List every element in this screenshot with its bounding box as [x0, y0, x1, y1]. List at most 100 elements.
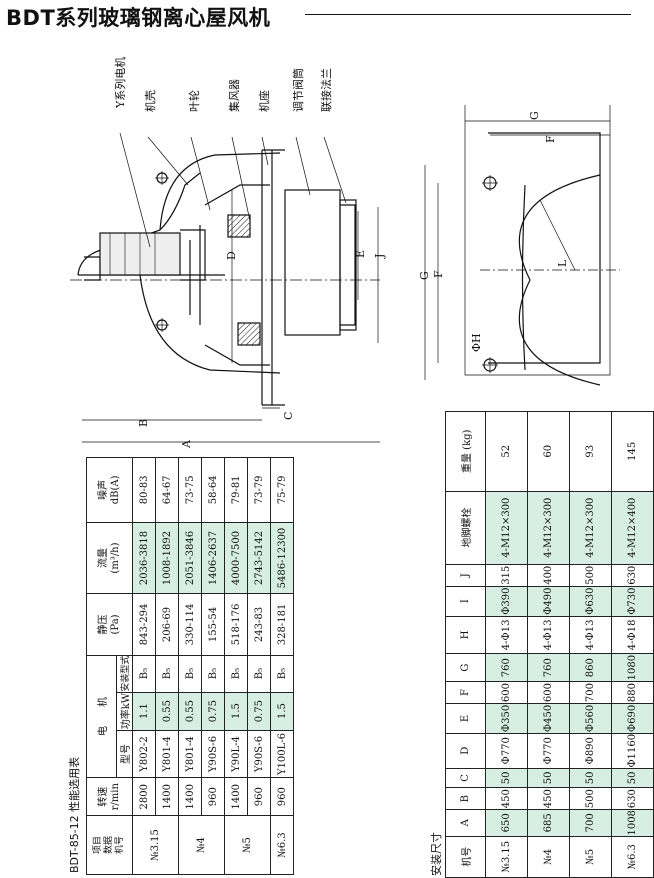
- install-cell: №6.3: [611, 836, 654, 878]
- h-pressure-unit: (Pa): [109, 614, 121, 635]
- perf-cell-speed: 1400: [178, 777, 202, 816]
- h-power: 功率kW: [116, 692, 133, 731]
- perf-cell-model: Y100L-6: [270, 730, 294, 778]
- install-cell: 50: [611, 768, 654, 788]
- perf-table-caption: BDT-85-12 性能选用表: [68, 756, 81, 873]
- h-noise: 噪声: [97, 479, 109, 500]
- install-cell: 450: [485, 787, 528, 810]
- install-cell: 4-Φ18: [611, 616, 654, 654]
- install-cell: Φ630: [569, 586, 612, 617]
- h-flow: 流量: [97, 548, 109, 569]
- label-impeller: 叶轮: [188, 90, 201, 112]
- page-title: BDT系列玻璃钢离心屋风机: [6, 6, 271, 30]
- perf-cell-flow: 2051-3846: [178, 522, 202, 594]
- perf-cell-flow: 1008-1892: [155, 522, 179, 594]
- perf-cell-mount: B₅: [132, 655, 156, 693]
- perf-cell-noise: 64-67: [155, 457, 179, 523]
- install-cell: 60: [527, 411, 570, 492]
- perf-cell-model: Y801-4: [178, 730, 202, 778]
- perf-cell-power: 0.55: [155, 692, 179, 731]
- install-header: 机号: [445, 836, 486, 878]
- install-cell: Φ450: [527, 703, 570, 734]
- install-cell: 760: [485, 653, 528, 682]
- install-header: E: [445, 703, 486, 734]
- label-damper: 调节阀筒: [292, 68, 305, 112]
- dim-e: E: [354, 249, 367, 258]
- install-table-caption: 安装尺寸: [430, 832, 443, 876]
- h-motor: 电: [98, 726, 109, 737]
- install-cell: 50: [485, 768, 528, 788]
- corner-bottom: 机号: [115, 836, 125, 855]
- install-cell: Φ770: [527, 733, 570, 769]
- install-cell: №3.15: [485, 836, 528, 878]
- install-cell: 50: [527, 768, 570, 788]
- install-cell: 4-Φ13: [527, 616, 570, 654]
- title-rule: [305, 14, 631, 15]
- perf-cell-power: 0.55: [178, 692, 202, 731]
- install-cell: 760: [527, 653, 570, 682]
- perf-cell-mount: B₅: [178, 655, 202, 693]
- install-cell: 4-Φ13: [485, 616, 528, 654]
- install-cell: 600: [527, 681, 570, 704]
- perf-cell-pressure: 328-181: [270, 593, 294, 656]
- install-header: I: [445, 586, 486, 617]
- perf-cell-speed: 960: [270, 777, 294, 816]
- install-cell: 4-Φ13: [569, 616, 612, 654]
- install-cell: 860: [569, 653, 612, 682]
- perf-cell-flow: 1406-2637: [201, 522, 225, 594]
- install-cell: 630: [611, 564, 654, 587]
- perf-fan-no: №5: [224, 815, 271, 875]
- install-cell: 400: [527, 564, 570, 587]
- perf-cell-model: Y90S-6: [247, 730, 271, 778]
- perf-cell-model: Y801-4: [155, 730, 179, 778]
- h-speed: 转速: [97, 786, 109, 807]
- label-casing: 机壳: [144, 90, 157, 112]
- install-header: D: [445, 733, 486, 769]
- perf-cell-speed: 960: [201, 777, 225, 816]
- install-cell: 650: [485, 809, 528, 837]
- dim-a: A: [180, 440, 193, 448]
- install-cell: Φ560: [569, 703, 612, 734]
- install-cell: Φ1160: [611, 733, 654, 769]
- install-cell: 700: [569, 681, 612, 704]
- dim-f: F: [432, 270, 445, 278]
- h-speed-unit: r/min: [109, 783, 121, 811]
- perf-cell-pressure: 206-69: [155, 593, 179, 656]
- corner-mid: 数据: [104, 836, 114, 855]
- install-cell: Φ490: [527, 586, 570, 617]
- h-model: 型号: [116, 730, 133, 778]
- perf-cell-power: 1.5: [270, 692, 294, 731]
- perf-cell-model: Y90L-4: [224, 730, 248, 778]
- install-cell: №5: [569, 836, 612, 878]
- perf-cell-speed: 1400: [224, 777, 248, 816]
- dim-g-top: G: [528, 111, 541, 120]
- dim-g: G: [418, 271, 431, 280]
- perf-cell-mount: B₅: [270, 655, 294, 693]
- install-cell: 145: [611, 411, 654, 492]
- perf-cell-noise: 73-79: [247, 457, 271, 523]
- perf-cell-mount: B₅: [155, 655, 179, 693]
- install-header: H: [445, 616, 486, 654]
- dim-d: D: [225, 251, 238, 260]
- install-cell: 4-M12×300: [569, 491, 612, 565]
- perf-cell-model: Y802-2: [132, 730, 156, 778]
- perf-cell-flow: 5486-12300: [270, 522, 294, 594]
- perf-cell-speed: 960: [247, 777, 271, 816]
- label-collector: 集风器: [228, 79, 241, 112]
- install-cell: 630: [611, 787, 654, 810]
- corner-cell: 项目 数据 机号: [86, 815, 133, 875]
- install-cell: №4: [527, 836, 570, 878]
- perf-cell-noise: 58-64: [201, 457, 225, 523]
- perf-cell-model: Y90S-6: [201, 730, 225, 778]
